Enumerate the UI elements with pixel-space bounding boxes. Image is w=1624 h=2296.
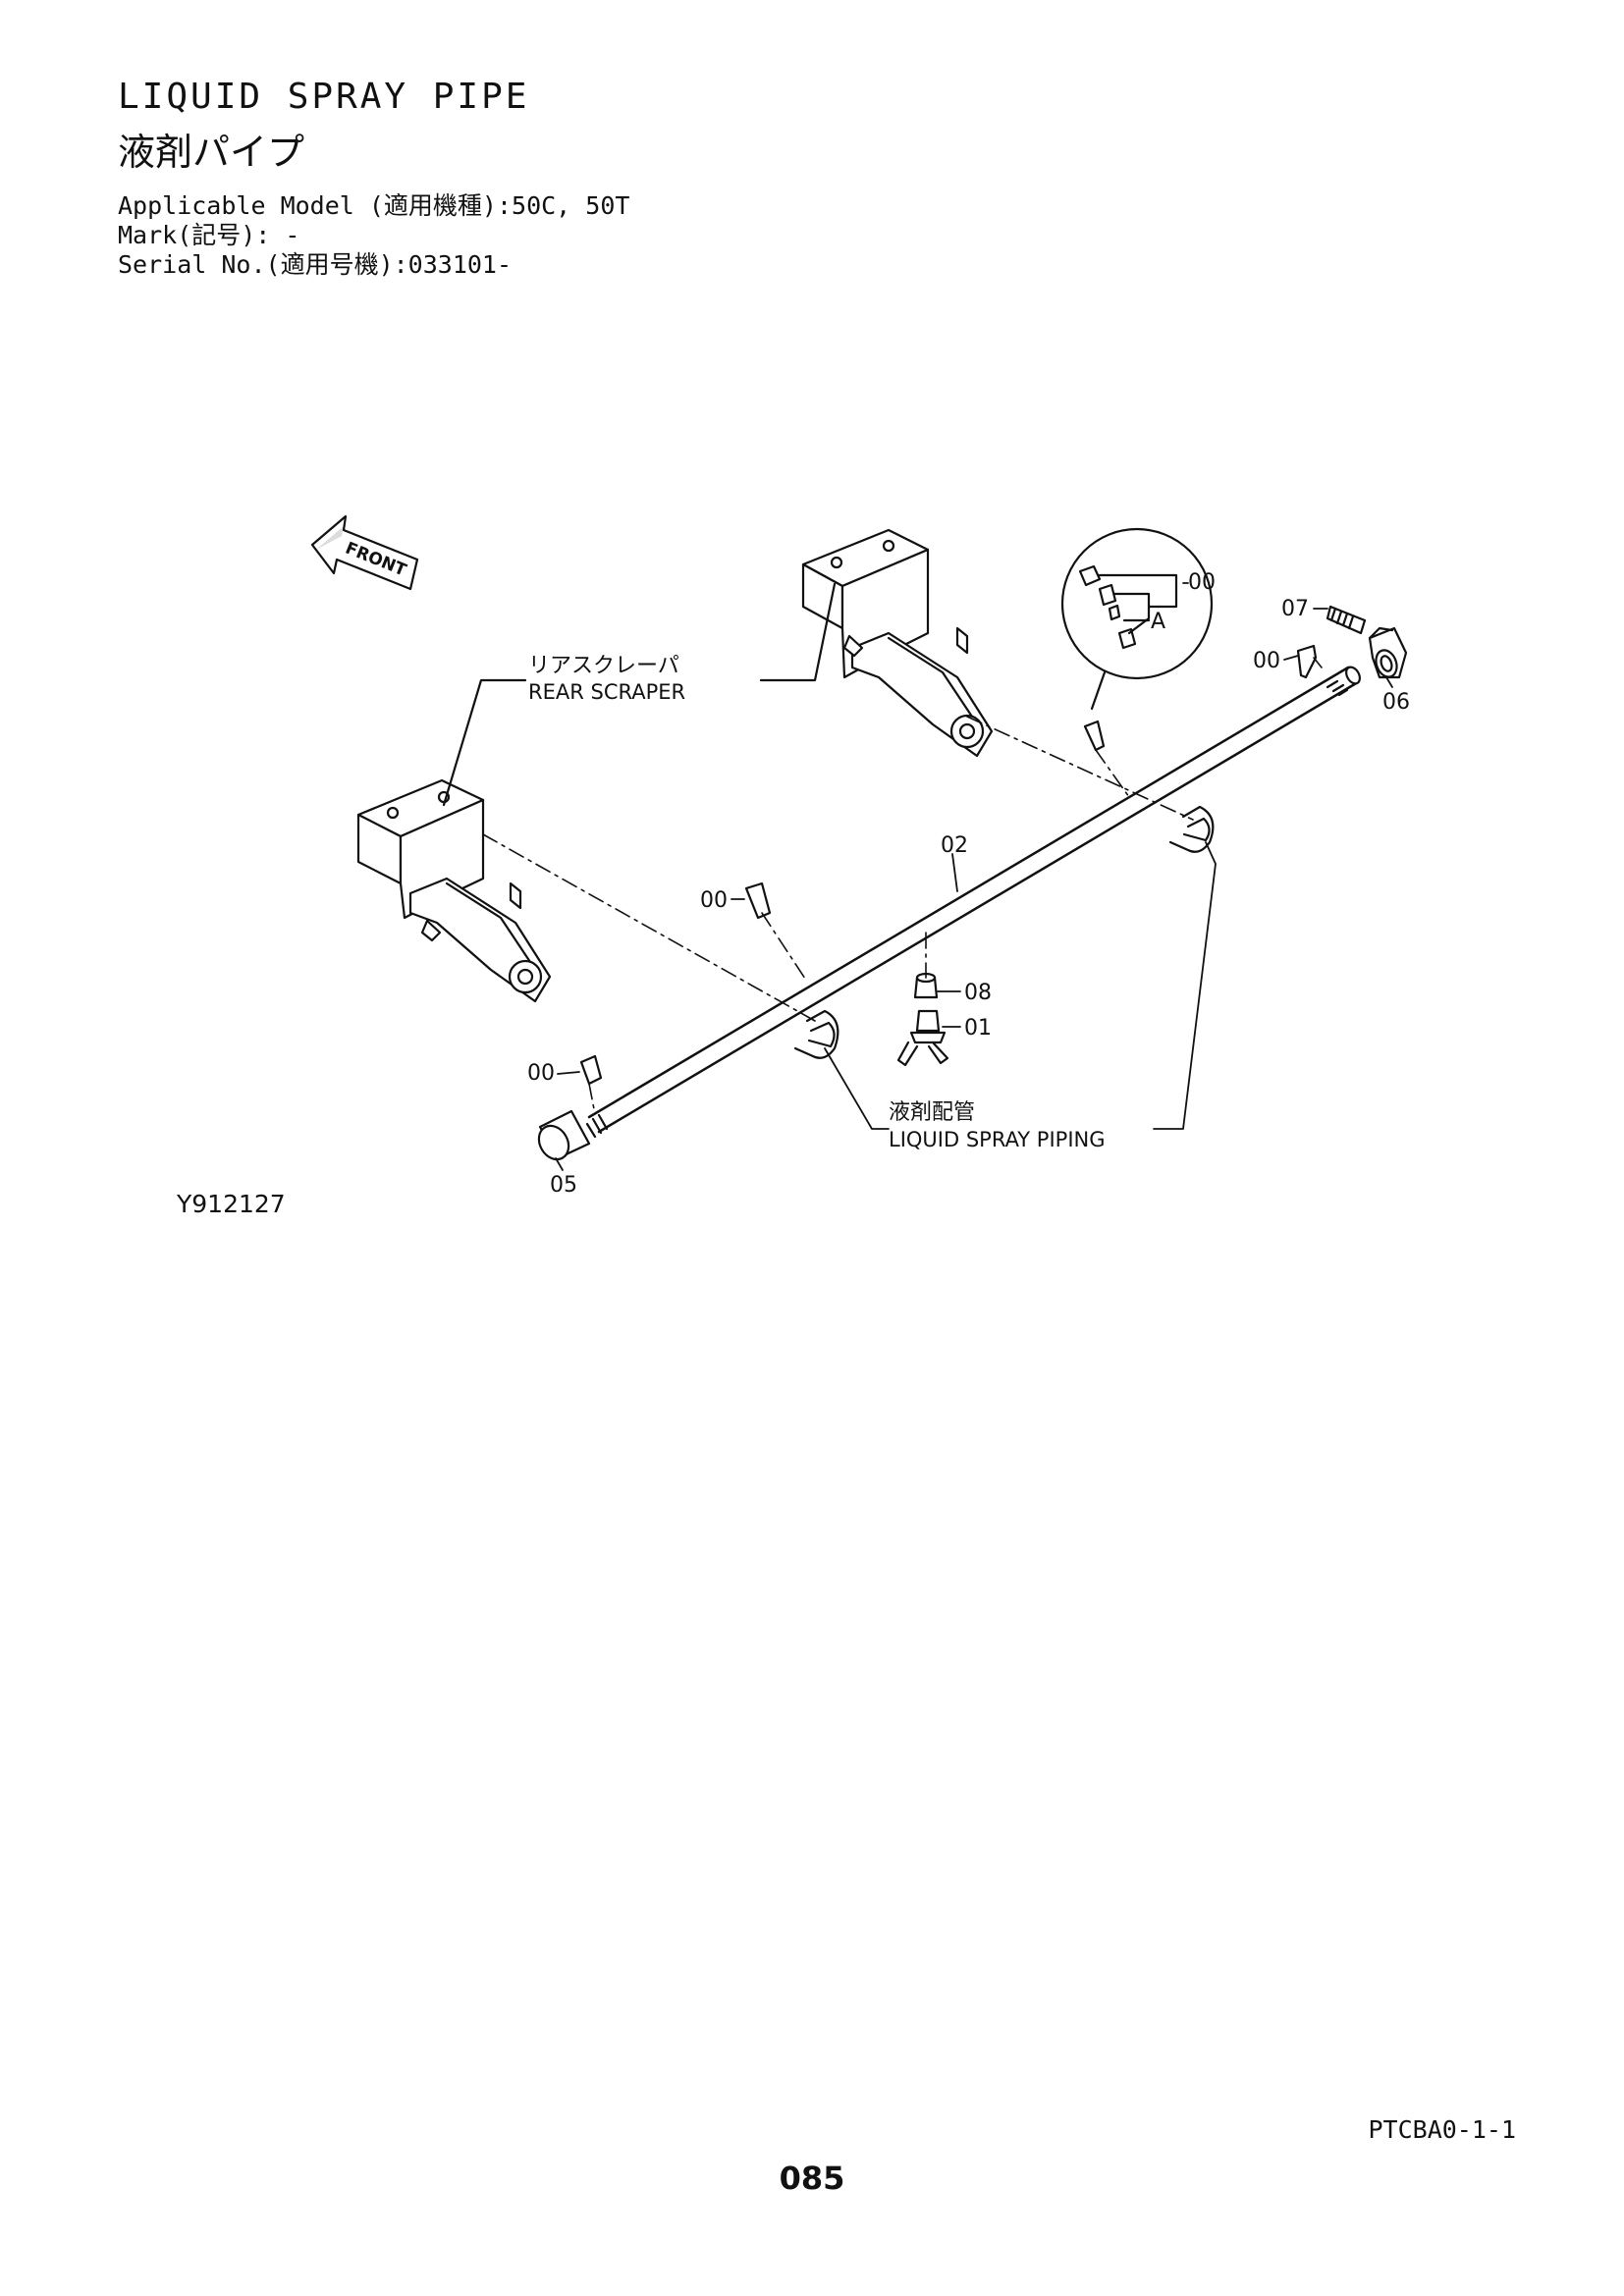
figure-code: Y912127: [177, 1190, 286, 1218]
spray-pipe: [585, 666, 1361, 1139]
rear-scraper-bracket-right: [801, 528, 994, 758]
elbow-fitting: [1368, 626, 1408, 679]
nozzle-left: [579, 1054, 603, 1086]
page-title-japanese: 液剤パイプ: [118, 131, 305, 174]
detail-circle: [1060, 527, 1214, 711]
callout-08: 08: [964, 981, 992, 1005]
rear-scraper-bracket-left: [356, 778, 552, 1003]
callout-06: 06: [1382, 690, 1410, 715]
hose-fitting: [1326, 605, 1367, 635]
label-rear-scraper-jp: リアスクレーパ: [528, 654, 679, 678]
nozzle-assembly: [896, 1009, 949, 1067]
callout-07: 07: [1281, 597, 1309, 621]
mark: Mark(記号): -: [118, 221, 300, 249]
front-arrow-icon: [310, 514, 419, 591]
label-rear-scraper-en: REAR SCRAPER: [528, 680, 685, 704]
callout-00-middle: 00: [700, 888, 728, 913]
callout-00-left: 00: [527, 1061, 555, 1086]
callout-02: 02: [941, 833, 968, 858]
u-bolt-left: [793, 1009, 839, 1059]
callout-00-right: 00: [1253, 649, 1280, 673]
callout-01: 01: [964, 1016, 992, 1041]
nozzle-right: [1296, 644, 1318, 679]
callout-00-detail: 00: [1188, 570, 1216, 595]
label-detail-a: A: [1151, 610, 1165, 634]
end-cap: [537, 1109, 591, 1161]
nozzle-detail-lower: [1083, 720, 1106, 752]
page-title: LIQUID SPRAY PIPE: [118, 77, 530, 117]
applicable-model: Applicable Model (適用機種):50C, 50T: [118, 191, 630, 220]
label-liquid-spray-piping-en: LIQUID SPRAY PIPING: [889, 1128, 1106, 1151]
page-number: 085: [779, 2160, 845, 2197]
serial-number: Serial No.(適用号機):033101-: [118, 250, 513, 279]
u-bolt-right: [1168, 805, 1215, 853]
callout-05: 05: [550, 1173, 577, 1198]
catalog-code: PTCBA0-1-1: [1368, 2115, 1516, 2144]
leader-rear-scraper: [442, 678, 527, 807]
label-liquid-spray-piping-jp: 液剤配管: [889, 1100, 975, 1125]
nozzle-middle: [744, 881, 772, 920]
